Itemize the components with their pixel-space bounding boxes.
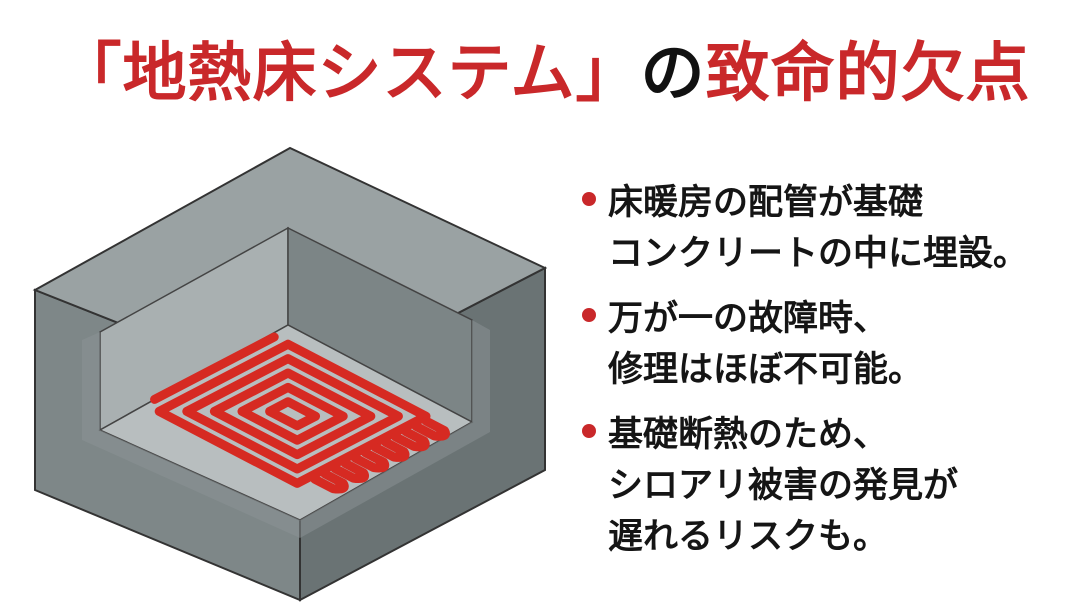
bullet-item: 床暖房の配管が基礎コンクリートの中に埋設。 [578,178,1088,280]
bullet-dot-icon [582,308,596,322]
concrete-slab-pipes-illustration [32,146,548,602]
pipe-loop [237,382,348,445]
pipe-loop [182,354,403,474]
bullet-dot-icon [582,192,596,206]
pipe-serpentine [310,416,450,494]
bullet-list: 床暖房の配管が基礎コンクリートの中に埋設。万が一の故障時、修理はほぼ不可能。基礎… [578,178,1088,577]
bullet-text-line: 床暖房の配管が基礎 [608,183,924,223]
bullet-item: 基礎断熱のため、シロアリ被害の発見が遅れるリスクも。 [578,410,1088,563]
bullet-text-line: コンクリートの中に埋設。 [608,234,1029,274]
pipe-loop [154,339,431,488]
page-title: 「地熱床システム」の致命的欠点 [0,22,1088,114]
bullet-text-line: 基礎断熱のため、 [608,415,889,455]
title-part-no: の [640,37,706,111]
heating-pipes [150,332,450,494]
cutout-front-rim [82,320,490,538]
bullet-dot-icon [582,424,596,438]
bullet-text-line: 万が一の故障時、 [608,299,889,339]
title-part-system: 「地熱床システム」 [57,37,641,111]
bullet-text-line: 修理はほぼ不可能。 [608,350,924,390]
title-part-flaw: 致命的欠点 [705,37,1031,111]
bullet-text-line: 遅れるリスクも。 [608,517,889,557]
pipe-loop [265,397,321,431]
bullet-text-line: シロアリ被害の発見が [608,466,959,506]
pipe-inlet [150,332,279,404]
bullet-item: 万が一の故障時、修理はほぼ不可能。 [578,294,1088,396]
pipe-loop [209,368,376,460]
